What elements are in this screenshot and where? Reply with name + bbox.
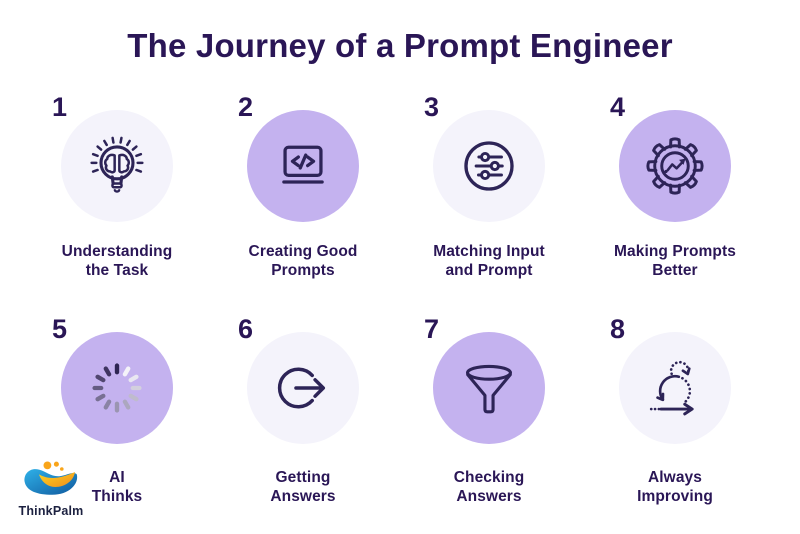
step-4: 4 Making Promp xyxy=(582,92,768,294)
lightbulb-brain-icon xyxy=(90,136,144,193)
step-circle xyxy=(433,110,545,222)
step-number: 7 xyxy=(424,314,440,344)
gear-chart-icon xyxy=(646,137,704,195)
step-1: 1 Understanding the Task xyxy=(24,92,210,294)
page-title: The Journey of a Prompt Engineer xyxy=(127,27,673,64)
sliders-icon xyxy=(464,141,514,191)
iteration-loop-icon xyxy=(649,360,694,416)
step-circle xyxy=(61,332,173,444)
step-number: 2 xyxy=(238,92,254,122)
step-number: 5 xyxy=(52,314,68,344)
step-3: 3 Matching Input and Prompt xyxy=(396,92,582,294)
step-circle xyxy=(247,332,359,444)
step-5: 5 AI Thinks xyxy=(24,314,210,516)
thinkpalm-logo: ThinkPalm xyxy=(13,460,89,518)
step-label: AI Thinks xyxy=(91,469,143,505)
step-circle xyxy=(247,110,359,222)
thinkpalm-logo-text: ThinkPalm xyxy=(18,504,84,518)
step-circle xyxy=(619,332,731,444)
step-number: 8 xyxy=(610,314,626,344)
step-number: 1 xyxy=(52,92,68,122)
step-circle xyxy=(619,110,731,222)
funnel-icon xyxy=(465,364,513,414)
step-8: 8 Always Improving xyxy=(582,314,768,516)
step-6: 6 Getting Answers xyxy=(210,314,396,516)
code-monitor-icon xyxy=(282,145,324,184)
step-number: 3 xyxy=(424,92,440,122)
step-label: Always Improving xyxy=(637,469,713,505)
thinkpalm-logo-icon xyxy=(24,461,78,495)
step-7: 7 Checking Answers xyxy=(396,314,582,516)
step-label: Understanding the Task xyxy=(61,243,173,279)
logout-arrow-icon xyxy=(277,367,326,409)
step-number: 4 xyxy=(610,92,626,122)
step-label: Getting Answers xyxy=(270,469,336,505)
spinner-icon xyxy=(92,363,142,413)
step-circle xyxy=(61,110,173,222)
step-label: Making Prompts Better xyxy=(614,243,736,279)
step-label: Checking Answers xyxy=(453,469,525,505)
step-circle xyxy=(433,332,545,444)
step-label: Matching Input and Prompt xyxy=(433,243,545,279)
step-number: 6 xyxy=(238,314,254,344)
step-label: Creating Good Prompts xyxy=(248,243,358,279)
step-2: 2 Creating Good Prompts xyxy=(210,92,396,294)
